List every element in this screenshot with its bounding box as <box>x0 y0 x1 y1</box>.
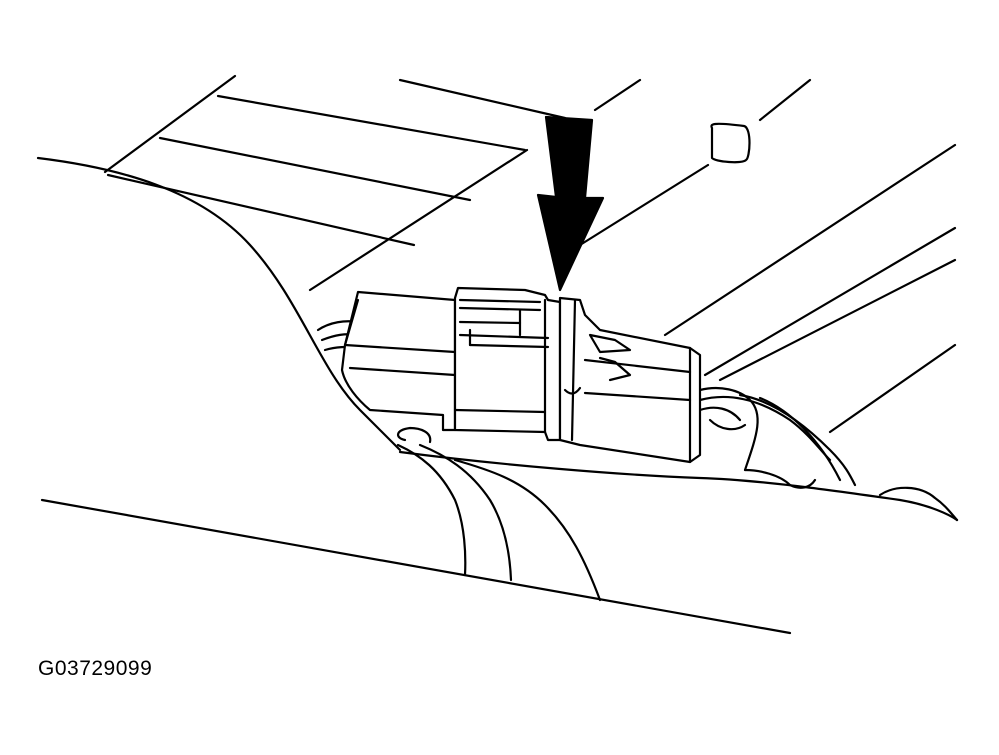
down-arrow-callout <box>536 115 605 292</box>
background-right-lines <box>578 78 957 434</box>
right-wires <box>698 386 959 522</box>
down-arrow <box>536 115 605 292</box>
wire-harness-bundle <box>396 426 959 602</box>
electrical-connector <box>340 286 702 464</box>
body-panel <box>36 156 792 635</box>
figure-code-label: G03729099 <box>38 657 153 680</box>
